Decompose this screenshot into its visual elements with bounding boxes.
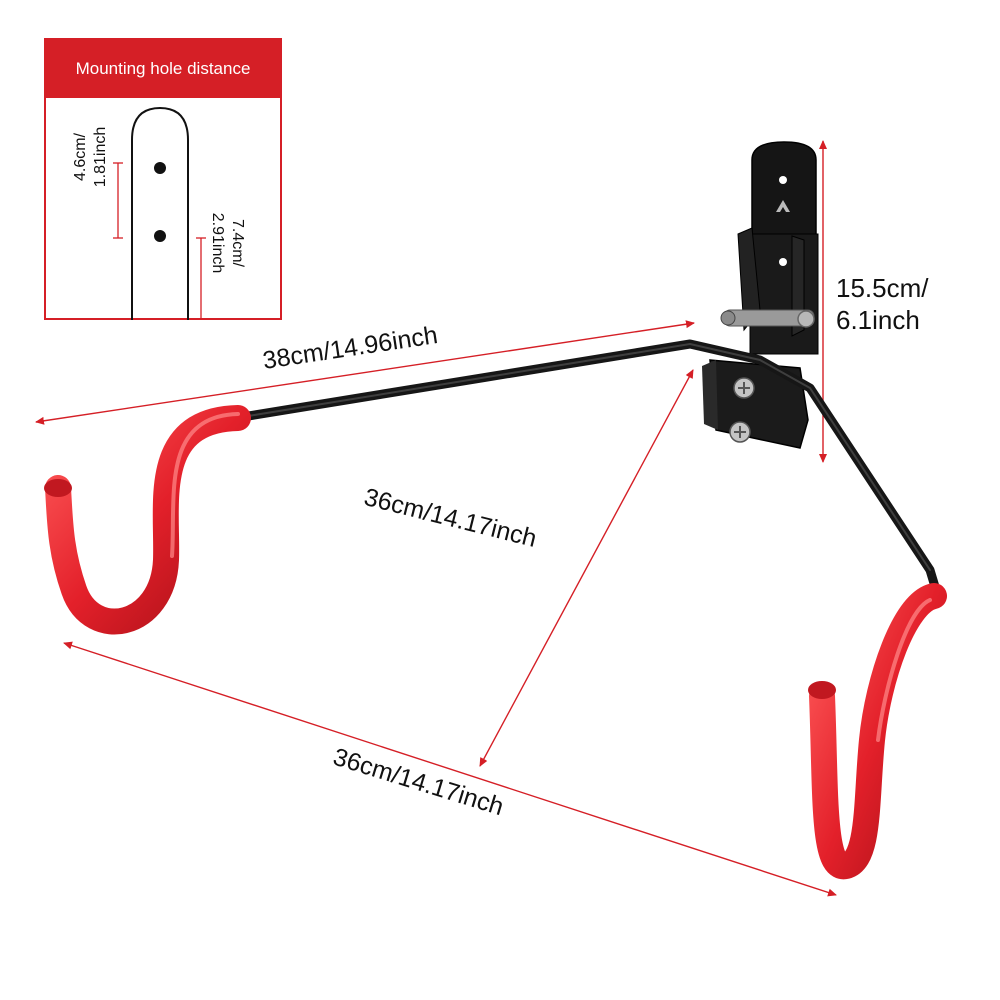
left-hook-coating <box>44 405 251 635</box>
wall-mounting-plate <box>749 141 819 355</box>
mounting-hole-inset: Mounting hole distance <box>44 38 282 320</box>
dimension-line-diagonal <box>479 369 694 767</box>
mounting-hole-top <box>154 162 166 174</box>
dimension-line-hook-span <box>63 641 837 897</box>
hinge-assembly <box>702 227 815 449</box>
mounting-hole-middle <box>154 230 166 242</box>
hole-spacing-small-label: 4.6cm/ 1.81inch <box>72 126 109 188</box>
hook-arm-frame <box>231 339 941 595</box>
hole-spacing-large-label: 7.4cm/ 2.91inch <box>209 212 246 274</box>
inset-title: Mounting hole distance <box>46 40 280 98</box>
mounting-plate-diagram <box>113 106 206 320</box>
dimension-line-arm-length <box>35 320 695 425</box>
right-hook-coating <box>808 583 947 880</box>
height-label: 15.5cm/ 6.1inch <box>836 273 929 335</box>
